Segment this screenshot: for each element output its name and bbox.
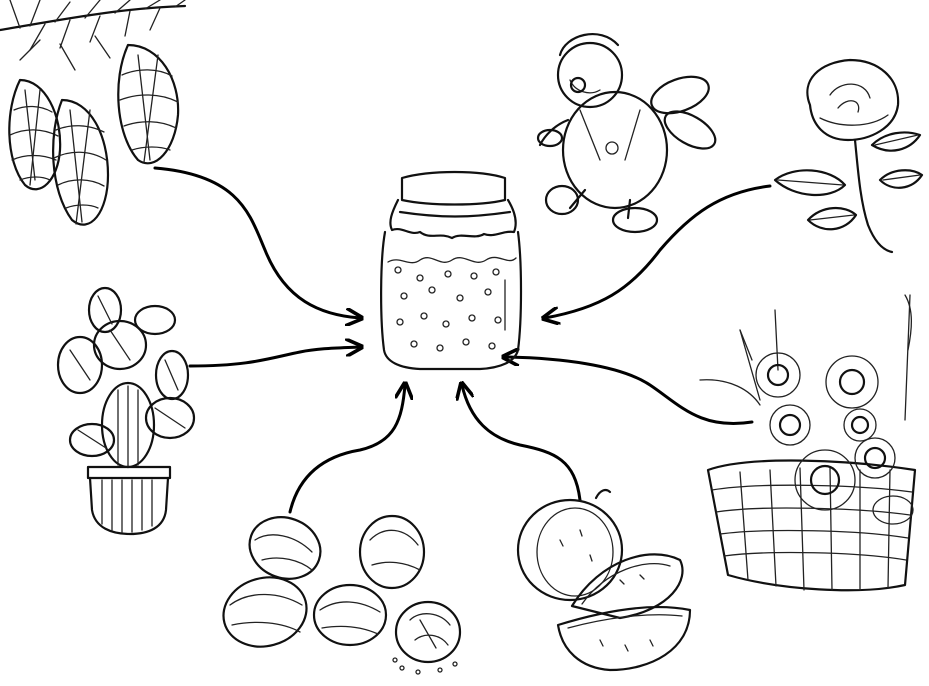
cactus-pot-icon — [58, 288, 194, 534]
rose-icon — [775, 60, 922, 252]
pine-cone-branch-icon — [0, 0, 185, 225]
walnuts-icon — [216, 507, 460, 674]
arrow-walnuts-to-jar — [290, 385, 405, 512]
watermelon-icon — [518, 490, 690, 670]
arrow-pine-to-jar — [155, 168, 360, 318]
arrow-cactus-to-jar — [190, 347, 360, 366]
arrows — [155, 168, 770, 512]
jam-jar-icon — [381, 172, 521, 369]
arrow-basket-to-jar — [505, 357, 752, 424]
flying-cartoon-boy-icon — [538, 34, 721, 232]
arrow-watermelon-to-jar — [462, 385, 580, 500]
arrow-rose-to-jar — [545, 186, 770, 318]
flower-basket-icon — [700, 295, 915, 590]
